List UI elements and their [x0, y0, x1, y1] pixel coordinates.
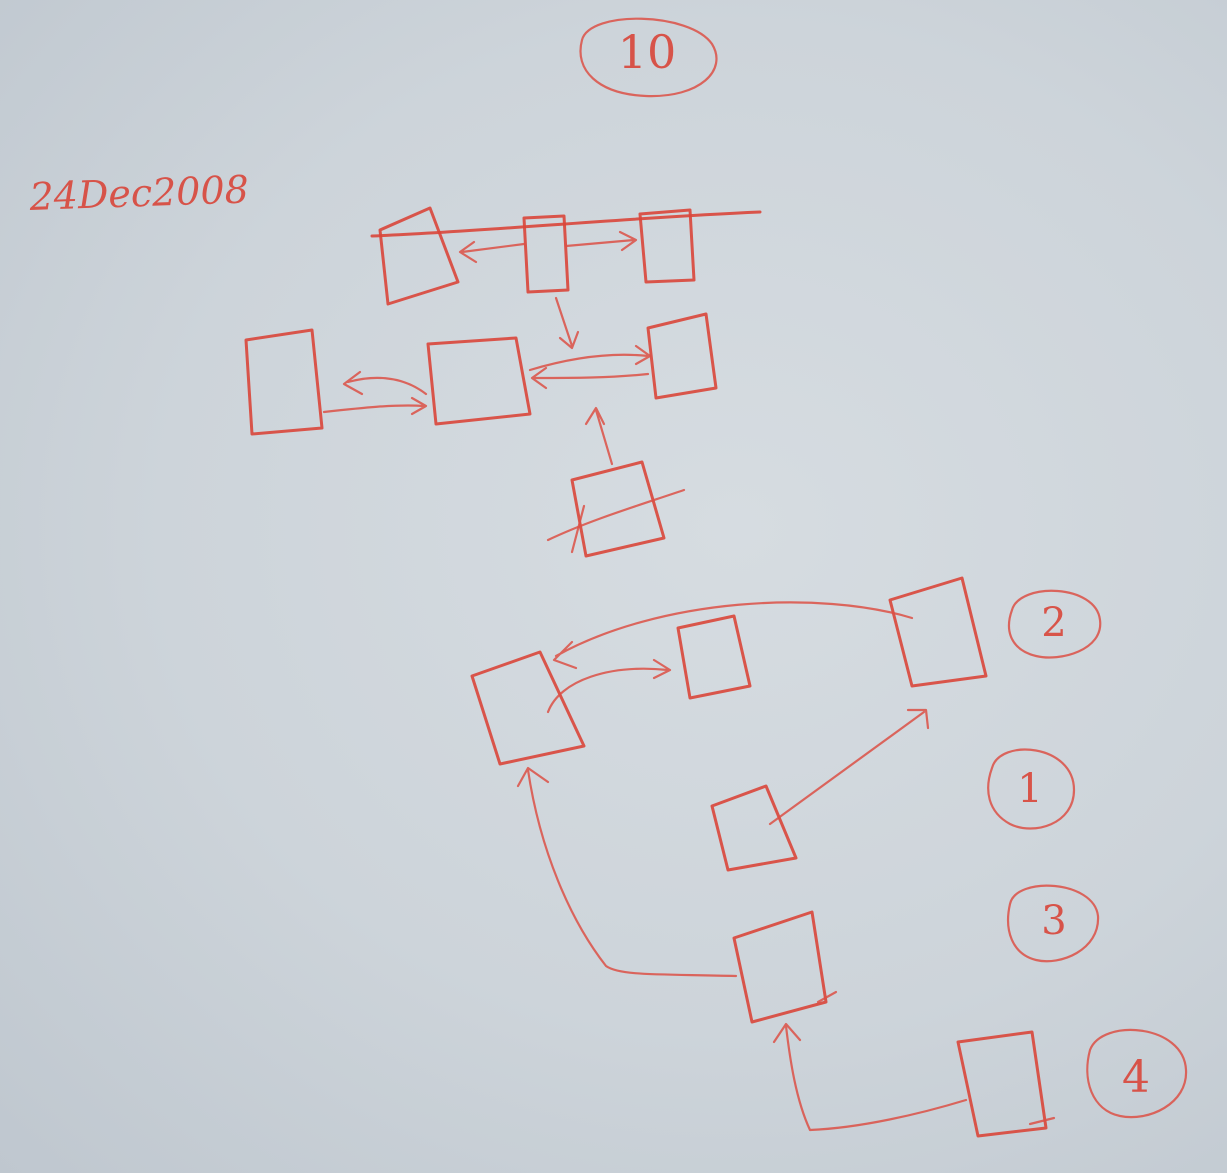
arrow-r1-to-right	[564, 230, 638, 252]
arrow-d-to-c	[768, 708, 930, 826]
step-marker-10: 10	[579, 17, 718, 98]
top-diagram	[244, 206, 762, 558]
arrow-e-to-a	[516, 766, 738, 978]
cross-line	[546, 488, 686, 542]
box-r1-left	[378, 206, 460, 306]
step-label-1: 1	[1017, 766, 1042, 812]
step-label-10: 10	[618, 25, 677, 79]
step-marker-1: 1	[987, 748, 1076, 830]
box-a	[470, 650, 586, 766]
arrow-r2-mid-to-left	[342, 370, 428, 396]
box-f	[956, 1030, 1048, 1138]
step-marker-3: 3	[1006, 884, 1100, 963]
tick-e	[816, 990, 838, 1004]
arrow-down-mid	[554, 296, 580, 350]
strike-line	[370, 210, 762, 238]
arrow-up-to-mid	[584, 406, 614, 466]
arrow-a-to-b	[546, 658, 672, 714]
arrow-c-to-a	[552, 601, 914, 670]
box-r2-right	[646, 312, 718, 400]
cross-tick	[570, 504, 586, 554]
box-r1-mid	[522, 214, 570, 294]
step-label-4: 4	[1122, 1052, 1150, 1103]
box-e	[732, 910, 828, 1024]
box-r2-left	[244, 328, 324, 436]
box-c	[888, 576, 988, 688]
step-label-2: 2	[1041, 600, 1066, 646]
arrow-r1-to-left	[458, 240, 526, 264]
arrow-r2-left-to-mid	[322, 396, 428, 416]
bottom-diagram: 2 1 3 4	[470, 576, 1188, 1138]
arrow-f-to-e	[772, 1022, 968, 1132]
box-r2-mid	[426, 336, 532, 426]
tick-f	[1028, 1116, 1056, 1126]
date-note: 24Dec2008	[28, 167, 250, 219]
step-label-3: 3	[1041, 898, 1066, 944]
arrow-r2-right-to-mid	[530, 366, 650, 390]
step-marker-2: 2	[1007, 589, 1102, 659]
box-b	[676, 614, 752, 700]
step-marker-4: 4	[1086, 1028, 1188, 1119]
box-d	[710, 784, 798, 872]
box-crossed	[570, 460, 666, 558]
arrow-r2-mid-to-right	[528, 344, 652, 372]
box-r1-right	[638, 208, 696, 284]
